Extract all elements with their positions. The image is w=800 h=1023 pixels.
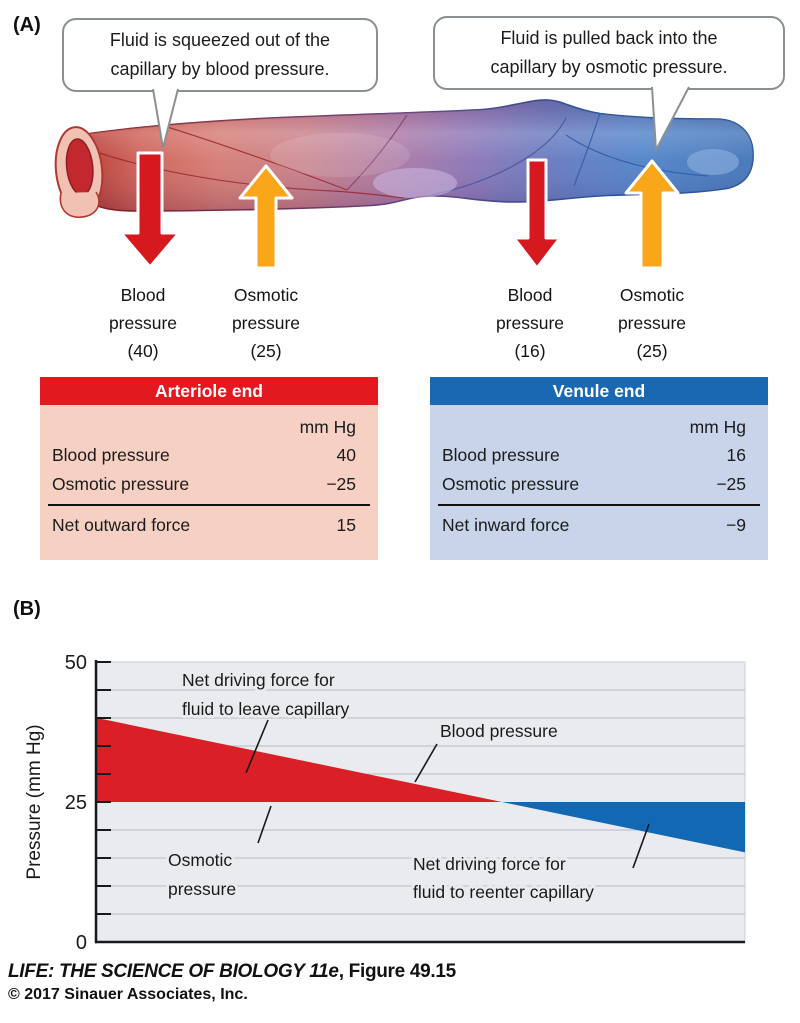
- capillary-tube: [54, 99, 754, 218]
- unit-label: mm Hg: [299, 417, 356, 437]
- leave-capillary-annotation: Net driving force for: [182, 670, 335, 690]
- osmotic-pressure-label-arteriole: Osmotic pressure (25): [231, 285, 301, 361]
- unit-label: mm Hg: [689, 417, 746, 437]
- annotation-leader-line: [257, 805, 272, 844]
- annotation-leader-line: [632, 823, 650, 869]
- net-force-row: Net outward force 15: [52, 515, 356, 535]
- venule-table: Venule end mm Hg Blood pressure 16 Osmot…: [430, 377, 768, 560]
- book-title: LIFE: THE SCIENCE OF BIOLOGY 11e: [8, 961, 339, 982]
- table-row: Blood pressure 40: [52, 445, 356, 465]
- venule-table-title: Venule end: [430, 377, 768, 405]
- arteriole-table-title: Arteriole end: [40, 377, 378, 405]
- callout-venule-line1: Fluid is pulled back into the: [500, 28, 718, 48]
- y-tick-label: 0: [76, 932, 87, 954]
- pressure-chart: 50 25 0 Pressure (mm Hg) Net driving force f…: [0, 640, 800, 965]
- callout-venule-line2: capillary by osmotic pressure.: [490, 57, 728, 77]
- panel-a-label: (A): [13, 14, 41, 36]
- blood-pressure-annotation: Blood pressure: [440, 721, 558, 741]
- net-inward-force-area: [502, 802, 745, 853]
- vessel-texture-lines: [95, 112, 709, 199]
- callout-arteriole-line2: capillary by blood pressure.: [110, 59, 330, 79]
- net-force-row: Net inward force −9: [442, 515, 746, 535]
- panel-b-label: (B): [13, 598, 41, 620]
- tube-highlight: [373, 168, 457, 198]
- y-axis-title: Pressure (mm Hg): [24, 724, 45, 879]
- callout-venule-tail: [651, 86, 690, 154]
- figure-number: , Figure 49.15: [338, 961, 457, 982]
- callout-arteriole: Fluid is squeezed out of the capillary b…: [62, 18, 378, 92]
- annotation-leader-line: [414, 743, 438, 783]
- y-tick-label: 25: [65, 792, 87, 814]
- osmotic-pressure-label-venule: Osmotic pressure (25): [617, 285, 687, 361]
- leave-capillary-annotation: fluid to leave capillary: [182, 699, 350, 719]
- table-row: Blood pressure 16: [442, 445, 746, 465]
- callout-venule: Fluid is pulled back into the capillary …: [433, 16, 785, 90]
- y-tick-label: 50: [65, 652, 87, 674]
- capillary-cut-end: [54, 126, 104, 214]
- tube-highlight: [687, 149, 739, 175]
- table-row: Osmotic pressure −25: [52, 473, 356, 494]
- osmotic-pressure-arrow-venule: [624, 159, 680, 270]
- callout-arteriole-line1: Fluid is squeezed out of the: [109, 30, 331, 50]
- blood-pressure-arrow-arteriole: [119, 151, 181, 269]
- net-outward-force-area: [97, 718, 502, 802]
- sum-divider: [438, 504, 760, 506]
- cut-end-lip: [59, 191, 100, 218]
- tube-highlight: [270, 133, 410, 177]
- copyright: © 2017 Sinauer Associates, Inc.: [8, 986, 248, 1003]
- osmotic-pressure-annotation: pressure: [168, 879, 236, 899]
- callout-arteriole-tail: [152, 88, 179, 149]
- tube-shading: [86, 99, 754, 211]
- blood-pressure-label-venule: Blood pressure (16): [495, 285, 565, 361]
- reenter-capillary-annotation: fluid to reenter capillary: [413, 882, 594, 902]
- figure-credit: LIFE: THE SCIENCE OF BIOLOGY 11e, Figure…: [8, 960, 456, 1006]
- pressure-chart-svg: 50 25 0 Pressure (mm Hg) Net driving force f…: [24, 652, 746, 954]
- reenter-capillary-annotation: Net driving force for: [413, 854, 566, 874]
- osmotic-pressure-annotation: Osmotic: [168, 850, 232, 870]
- blood-pressure-arrow-venule: [512, 158, 562, 270]
- osmotic-pressure-arrow-arteriole: [238, 164, 294, 270]
- arteriole-table: Arteriole end mm Hg Blood pressure 40 Os…: [40, 377, 378, 560]
- table-row: Osmotic pressure −25: [442, 473, 746, 494]
- sum-divider: [48, 504, 370, 506]
- blood-pressure-label-arteriole: Blood pressure (40): [108, 285, 178, 361]
- annotation-leader-line: [245, 719, 269, 774]
